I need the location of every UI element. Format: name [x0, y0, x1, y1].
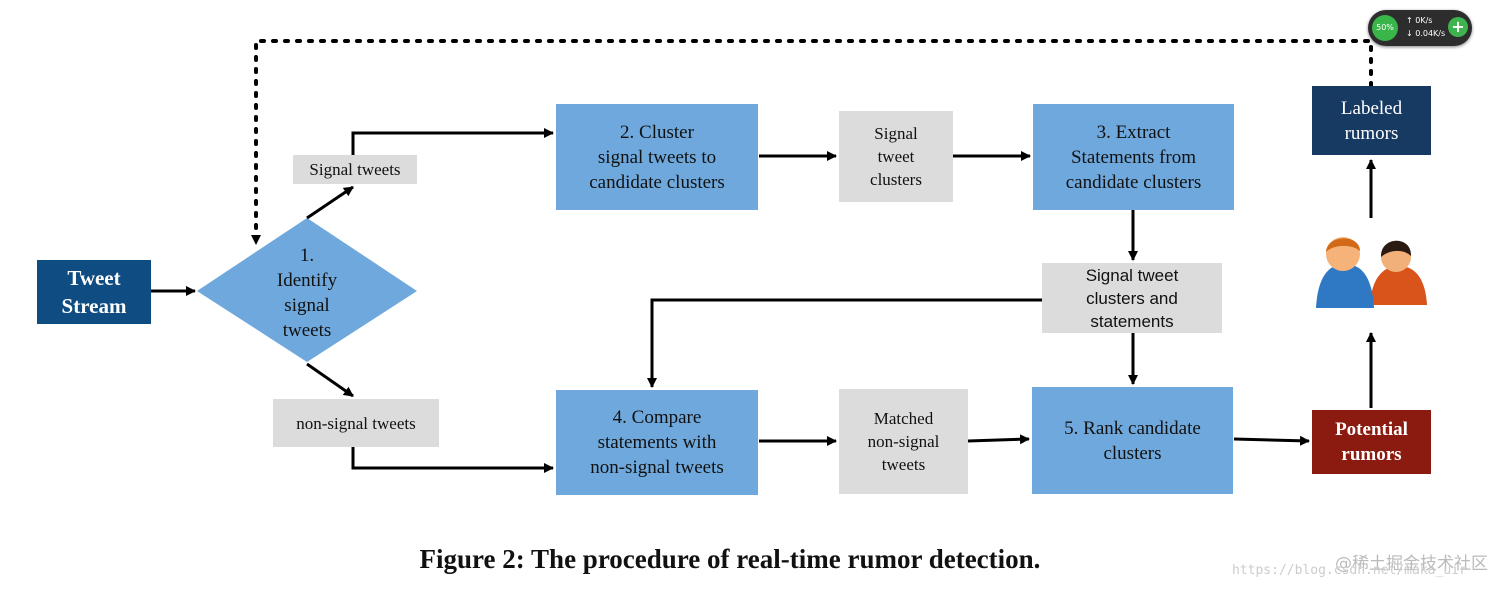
arrow-matched-to-rank	[967, 434, 1030, 445]
cluster-box: 2. Cluster signal tweets to candidate cl…	[556, 104, 758, 210]
matched-non-signal-tweets-box: Matched non-signal tweets	[839, 389, 968, 494]
cpu-usage-badge: 50%	[1372, 15, 1398, 41]
arrow-signal-tweets-to-cluster	[351, 128, 554, 155]
identify-diamond	[197, 218, 417, 362]
feedback-dotted-line	[251, 39, 1373, 246]
signal-tweet-clusters-box: Signal tweet clusters	[839, 111, 953, 202]
signal-tweet-clusters-and-statements-box: Signal tweet clusters and statements	[1042, 263, 1222, 333]
arrow-non-signal-to-compare	[351, 447, 554, 473]
compare-box: 4. Compare statements with non-signal tw…	[556, 390, 758, 495]
download-speed: ↓ 0.04K/s	[1406, 29, 1446, 38]
users-icon	[1316, 237, 1427, 308]
watermark-text: @稀土掘金技术社区	[1335, 554, 1488, 574]
tweet-stream-box: Tweet Stream	[37, 260, 151, 324]
rank-box: 5. Rank candidate clusters	[1032, 387, 1233, 494]
identify-signal-tweets-label: 1. Identify signal tweets	[276, 245, 338, 341]
arrow-statements-to-compare	[647, 298, 1042, 388]
arrow-identify-to-signal-tweets	[306, 185, 354, 220]
arrow-rank-to-potential	[1233, 435, 1310, 446]
signal-tweets-box: Signal tweets	[293, 155, 417, 184]
labeled-rumors-box: Labeled rumors	[1312, 86, 1431, 155]
watermark-url: https://blog.csdn.net/maka_uir	[1232, 563, 1467, 578]
plus-icon[interactable]: +	[1448, 17, 1468, 37]
non-signal-tweets-box: non-signal tweets	[273, 399, 439, 447]
extract-box: 3. Extract Statements from candidate clu…	[1033, 104, 1234, 210]
potential-rumors-box: Potential rumors	[1312, 410, 1431, 474]
network-speed-widget[interactable]: 50% ↑ 0K/s ↓ 0.04K/s +	[1368, 10, 1472, 46]
arrow-identify-to-non-signal	[306, 362, 354, 398]
upload-speed: ↑ 0K/s	[1406, 16, 1433, 25]
figure-caption: Figure 2: The procedure of real-time rum…	[419, 544, 1041, 574]
